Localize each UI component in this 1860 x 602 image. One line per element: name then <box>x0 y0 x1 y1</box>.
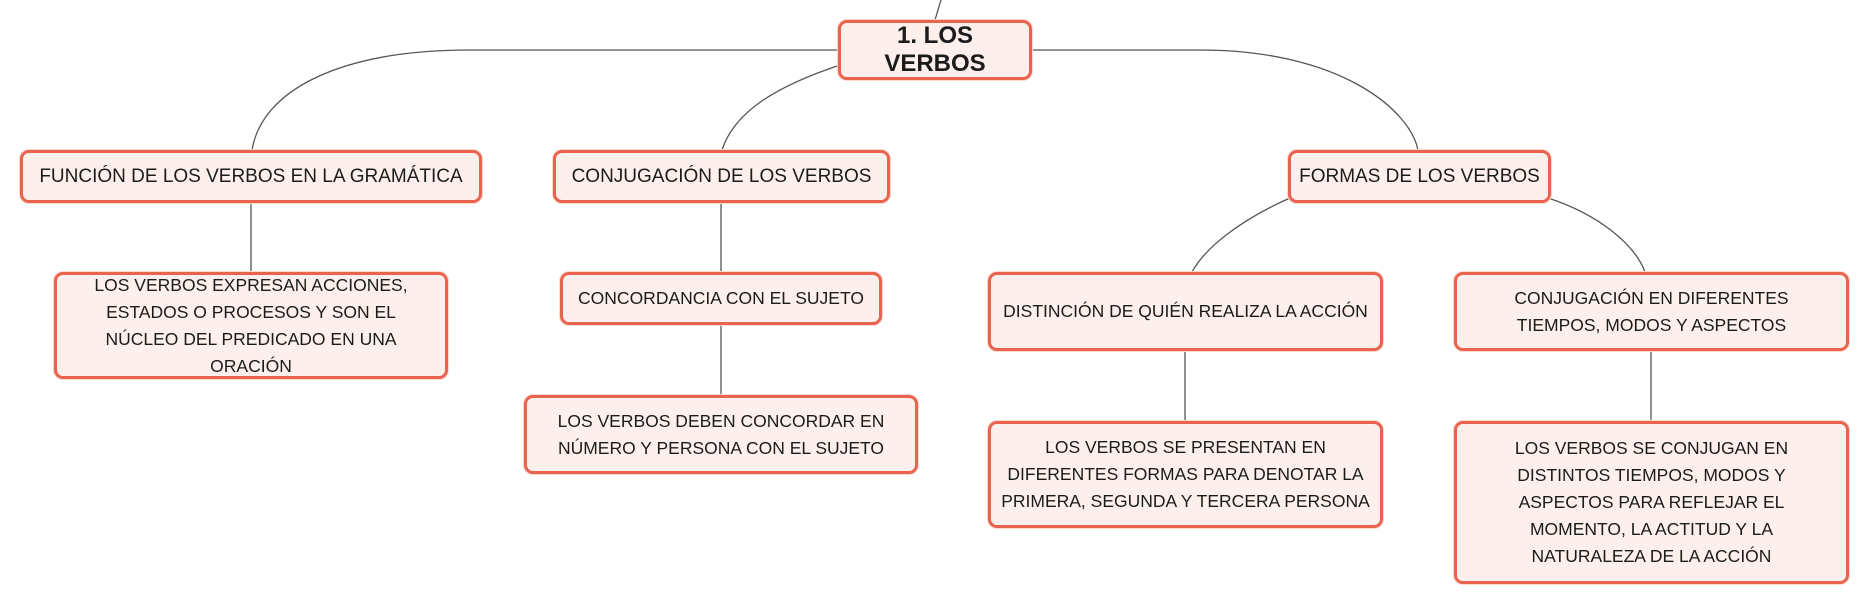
leaf-node-concordancia-label: LOS VERBOS DEBEN CONCORDAR EN NÚMERO Y P… <box>557 410 885 458</box>
connector-root-funcion <box>251 49 838 151</box>
subtopic-node-concordancia-label: CONCORDANCIA CON EL SUJETO <box>578 288 864 308</box>
leaf-node-tiempos-label: LOS VERBOS SE CONJUGAN EN DISTINTOS TIEM… <box>1514 438 1789 566</box>
subtopic-node-tiempos[interactable]: CONJUGACIÓN EN DIFERENTES TIEMPOS, MODOS… <box>1454 272 1849 351</box>
root-node-label: 1. LOS VERBOS <box>884 22 986 77</box>
subtopic-node-tiempos-label: CONJUGACIÓN EN DIFERENTES TIEMPOS, MODOS… <box>1514 287 1789 335</box>
leaf-node-distincion-label: LOS VERBOS SE PRESENTAN EN DIFERENTES FO… <box>1001 437 1370 511</box>
leaf-node-tiempos[interactable]: LOS VERBOS SE CONJUGAN EN DISTINTOS TIEM… <box>1454 421 1849 584</box>
subtopic-node-distincion[interactable]: DISTINCIÓN DE QUIÉN REALIZA LA ACCIÓN <box>988 272 1383 351</box>
branch-node-funcion-label: FUNCIÓN DE LOS VERBOS EN LA GRAMÁTICA <box>39 165 463 187</box>
branch-node-funcion[interactable]: FUNCIÓN DE LOS VERBOS EN LA GRAMÁTICA <box>20 150 482 203</box>
branch-node-formas[interactable]: FORMAS DE LOS VERBOS <box>1288 150 1551 203</box>
leaf-node-funcion[interactable]: LOS VERBOS EXPRESAN ACCIONES, ESTADOS O … <box>54 272 448 379</box>
subtopic-node-distincion-label: DISTINCIÓN DE QUIÉN REALIZA LA ACCIÓN <box>1003 301 1368 321</box>
root-node[interactable]: 1. LOS VERBOS <box>838 20 1032 80</box>
connector-root-conjugacion <box>721 64 841 151</box>
leaf-node-distincion[interactable]: LOS VERBOS SE PRESENTAN EN DIFERENTES FO… <box>988 421 1383 528</box>
connector-formas-tiempos <box>1547 197 1646 273</box>
leaf-node-concordancia[interactable]: LOS VERBOS DEBEN CONCORDAR EN NÚMERO Y P… <box>524 395 918 474</box>
branch-node-conjugacion[interactable]: CONJUGACIÓN DE LOS VERBOS <box>553 150 890 203</box>
subtopic-node-concordancia[interactable]: CONCORDANCIA CON EL SUJETO <box>560 272 882 325</box>
connector-root-formas <box>1032 49 1419 151</box>
branch-node-conjugacion-label: CONJUGACIÓN DE LOS VERBOS <box>571 165 872 187</box>
branch-node-formas-label: FORMAS DE LOS VERBOS <box>1299 165 1540 187</box>
connector-parent-root <box>934 0 942 21</box>
leaf-node-funcion-label: LOS VERBOS EXPRESAN ACCIONES, ESTADOS O … <box>94 274 408 376</box>
connector-formas-distincion <box>1191 197 1291 273</box>
